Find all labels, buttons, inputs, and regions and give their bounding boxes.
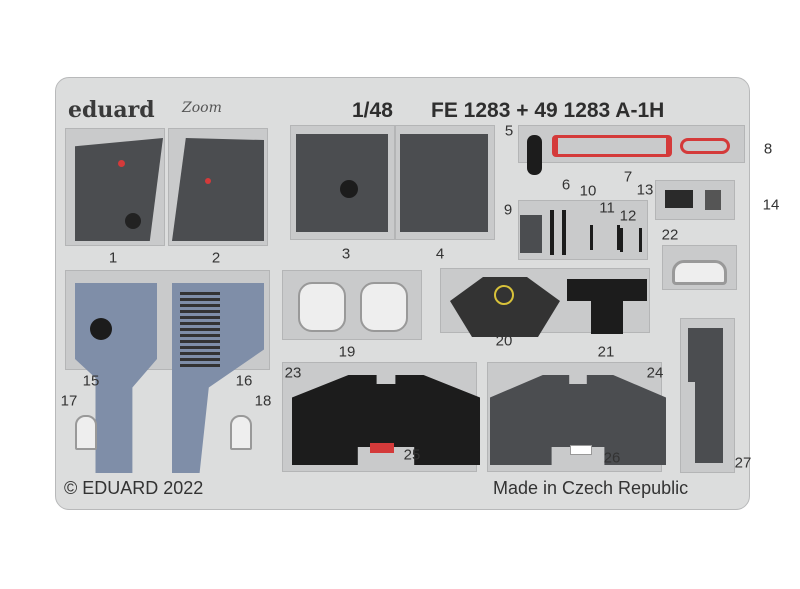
part-6-7-clips (552, 135, 672, 157)
part-number: 26 (603, 449, 621, 467)
brand-logo: eduard (68, 97, 155, 123)
part-11 (590, 225, 620, 250)
part-4-panel (400, 134, 488, 232)
part-26 (570, 445, 592, 455)
part-number: 6 (561, 176, 571, 194)
part-number: 25 (403, 446, 421, 464)
zoom-logo: Zoom (182, 100, 222, 116)
part-22 (672, 260, 727, 285)
scale-label: 1/48 (352, 99, 393, 122)
part-number: 2 (211, 249, 221, 267)
part-number: 9 (503, 201, 513, 219)
product-code: FE 1283 + 49 1283 A-1H (431, 99, 665, 122)
part-3-knob (340, 180, 358, 198)
part-number: 14 (762, 196, 780, 214)
part-10b (562, 210, 566, 255)
part-number: 5 (504, 122, 514, 140)
part-number: 21 (597, 343, 615, 361)
part-10a (550, 210, 554, 255)
origin-label: Made in Czech Republic (493, 478, 689, 498)
part-number: 4 (435, 245, 445, 263)
part-number: 12 (619, 207, 637, 225)
part-2-panel (172, 138, 264, 241)
part-number: 11 (599, 199, 615, 217)
part-number: 8 (763, 140, 773, 158)
part-2-light (205, 178, 211, 184)
part-number: 13 (636, 181, 654, 199)
part-13 (665, 190, 693, 208)
part-number: 15 (82, 372, 100, 390)
part-8-clips (680, 138, 730, 154)
part-17 (75, 415, 97, 450)
part-12 (620, 228, 642, 252)
part-number: 19 (338, 343, 356, 361)
part-number: 10 (579, 182, 597, 200)
part-number: 27 (734, 454, 752, 472)
part-number: 7 (623, 168, 633, 186)
part-number: 23 (284, 364, 302, 382)
copyright: © EDUARD 2022 (64, 478, 204, 498)
part-number: 20 (495, 332, 513, 350)
part-16-switches (180, 292, 220, 367)
part-25 (370, 443, 394, 453)
part-20-gauge (494, 285, 514, 305)
part-19a (298, 282, 346, 332)
part-number: 3 (341, 245, 351, 263)
part-number: 17 (60, 392, 78, 410)
part-5 (527, 135, 542, 175)
part-number: 24 (646, 364, 664, 382)
part-number: 18 (254, 392, 272, 410)
part-number: 16 (235, 372, 253, 390)
part-18 (230, 415, 252, 450)
part-1-switch (118, 160, 125, 167)
part-15-gauge (90, 318, 112, 340)
part-9 (520, 215, 542, 253)
part-14 (705, 190, 721, 210)
part-number: 22 (661, 226, 679, 244)
part-1-knob (125, 213, 141, 229)
part-number: 1 (108, 249, 118, 267)
part-19b (360, 282, 408, 332)
part-1-panel (75, 138, 163, 241)
